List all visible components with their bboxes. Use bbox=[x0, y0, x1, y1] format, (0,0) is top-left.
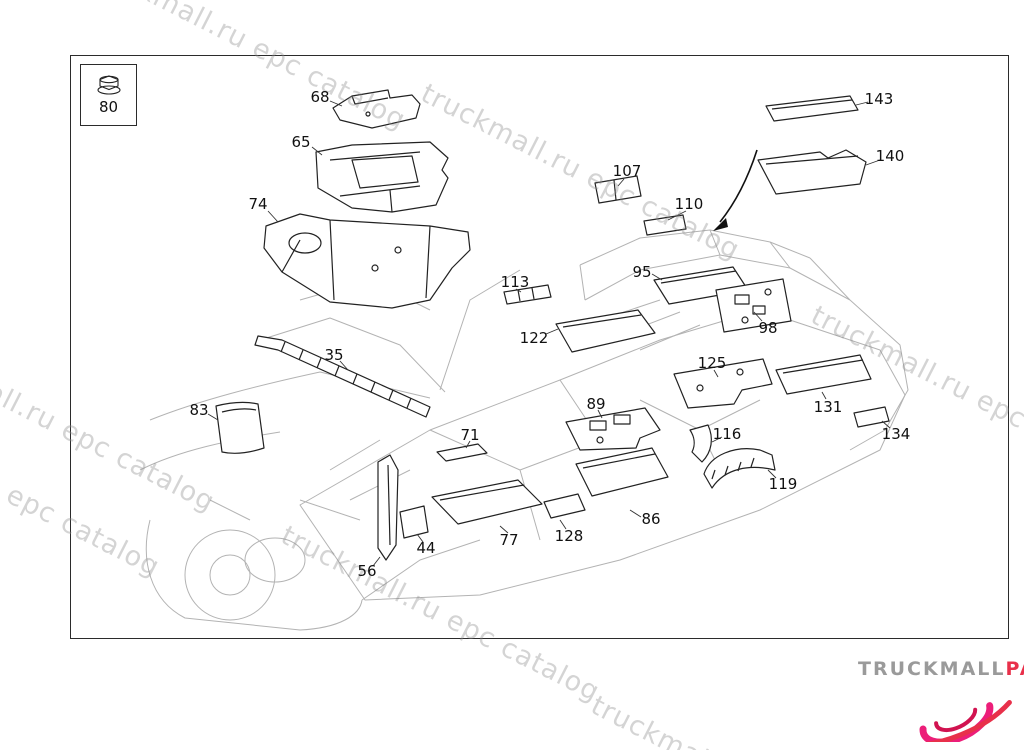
logo-text: TRUCKMALLPARTS bbox=[858, 658, 1024, 680]
part-shape-128 bbox=[543, 493, 586, 519]
logo-brand-red: PARTS bbox=[1005, 658, 1024, 680]
part-label-89: 89 bbox=[586, 395, 606, 413]
part-shape-86 bbox=[575, 447, 669, 497]
part-shape-110 bbox=[643, 214, 687, 236]
nut-icon bbox=[96, 75, 121, 95]
logo-brand-gray: TRUCKMALL bbox=[858, 658, 1006, 680]
wheel-swoosh-icon bbox=[905, 699, 1012, 742]
vehicle-body-outline bbox=[139, 229, 909, 631]
part-label-125: 125 bbox=[697, 354, 727, 372]
part-label-140: 140 bbox=[875, 147, 905, 165]
part-shape-35 bbox=[254, 335, 431, 418]
leader-lines bbox=[207, 100, 891, 567]
part-label-71: 71 bbox=[460, 426, 480, 444]
part-label-128: 128 bbox=[554, 527, 584, 545]
part-label-122: 122 bbox=[519, 329, 549, 347]
part-label-113: 113 bbox=[500, 273, 530, 291]
fastener-legend-box: 80 bbox=[80, 64, 137, 126]
part-label-131: 131 bbox=[813, 398, 843, 416]
part-label-35: 35 bbox=[324, 346, 344, 364]
truckmall-logo: TRUCKMALLPARTS bbox=[858, 658, 1024, 742]
part-shape-77 bbox=[431, 479, 543, 525]
part-label-98: 98 bbox=[758, 319, 778, 337]
part-shape-119 bbox=[703, 448, 776, 489]
part-label-83: 83 bbox=[189, 401, 209, 419]
part-shape-71 bbox=[436, 443, 488, 462]
part-label-65: 65 bbox=[291, 133, 311, 151]
diagram-border bbox=[70, 55, 1009, 639]
part-label-86: 86 bbox=[641, 510, 661, 528]
part-shape-83 bbox=[215, 401, 265, 454]
part-shape-134 bbox=[853, 406, 890, 428]
direction-arrow bbox=[713, 149, 758, 231]
part-label-80: 80 bbox=[98, 98, 119, 116]
part-shape-89 bbox=[565, 407, 661, 451]
part-shape-122 bbox=[555, 309, 656, 353]
part-label-119: 119 bbox=[768, 475, 798, 493]
part-shape-44 bbox=[399, 505, 429, 539]
part-label-134: 134 bbox=[881, 425, 911, 443]
part-label-77: 77 bbox=[499, 531, 519, 549]
part-shape-131 bbox=[775, 354, 872, 395]
part-label-56: 56 bbox=[357, 562, 377, 580]
part-label-74: 74 bbox=[248, 195, 268, 213]
part-label-143: 143 bbox=[864, 90, 894, 108]
part-label-110: 110 bbox=[674, 195, 704, 213]
part-label-68: 68 bbox=[310, 88, 330, 106]
part-shape-125 bbox=[673, 358, 773, 409]
part-shape-107 bbox=[594, 175, 642, 204]
insulation-parts bbox=[215, 89, 890, 561]
part-label-44: 44 bbox=[416, 539, 436, 557]
part-shape-116 bbox=[689, 424, 712, 463]
part-label-116: 116 bbox=[712, 425, 742, 443]
part-label-95: 95 bbox=[632, 263, 652, 281]
part-shape-56 bbox=[377, 454, 399, 561]
part-shape-113 bbox=[503, 284, 552, 305]
part-label-107: 107 bbox=[612, 162, 642, 180]
part-shape-68 bbox=[332, 89, 421, 129]
